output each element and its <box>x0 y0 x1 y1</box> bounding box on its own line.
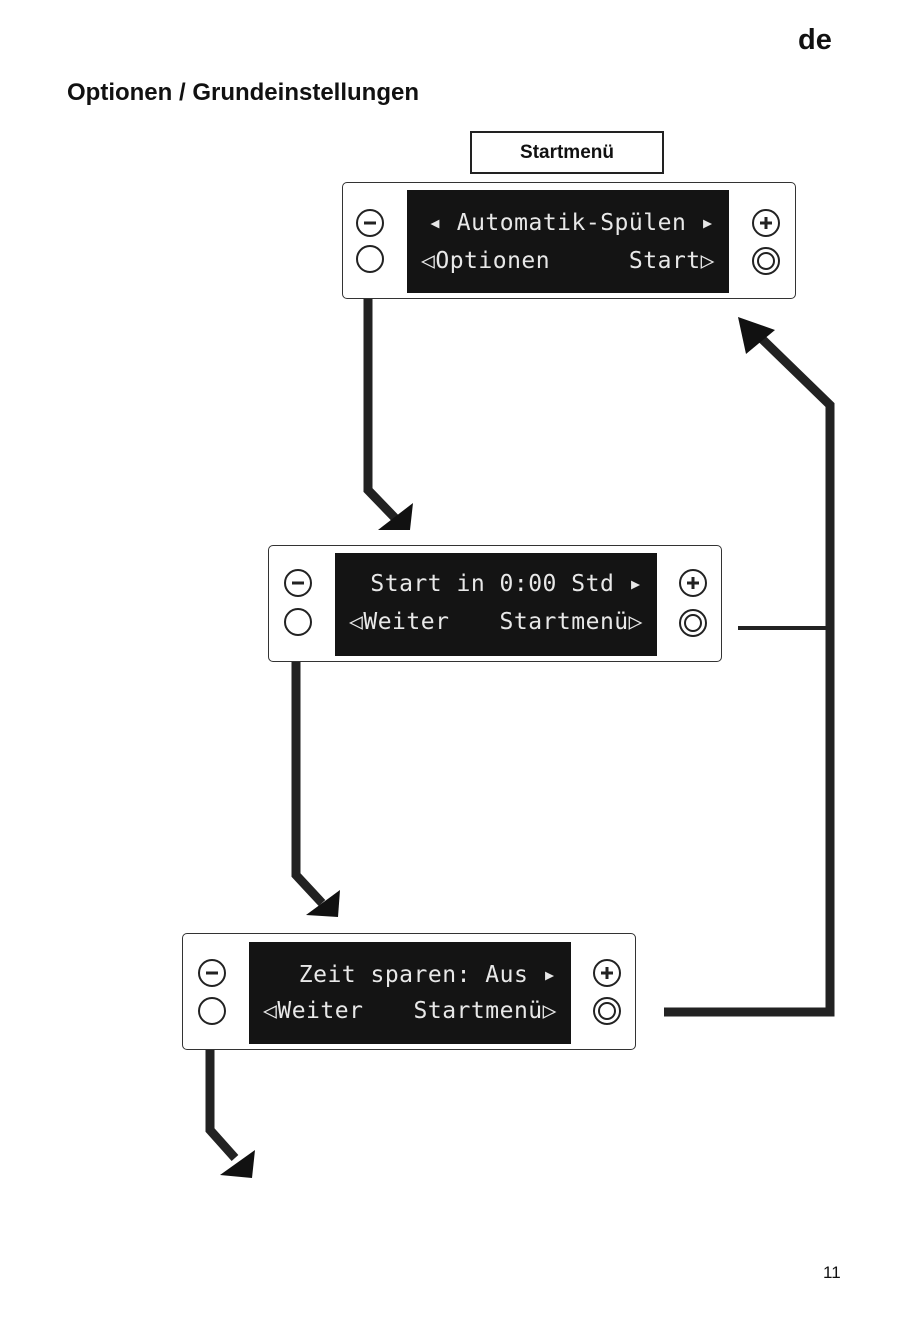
display-screen-3: Zeit sparen: Aus ▸ ◁Weiter Startmenü▷ <box>249 942 571 1044</box>
display-line-1: ◂ Automatik-Spülen ▸ <box>421 210 715 236</box>
left-button[interactable] <box>356 245 384 273</box>
minus-button-icon[interactable] <box>198 959 226 987</box>
display-panel-2: Start in 0:00 Std ▸ ◁Weiter Startmenü▷ <box>268 545 722 662</box>
display-line-1: Start in 0:00 Std ▸ <box>349 571 643 597</box>
page-number: 11 <box>823 1263 841 1283</box>
right-softkey-label: Startmenü▷ <box>349 609 643 635</box>
minus-button-icon[interactable] <box>356 209 384 237</box>
right-softkey-label: Start▷ <box>421 248 715 274</box>
display-screen-1: ◂ Automatik-Spülen ▸ ◁Optionen Start▷ <box>407 190 729 293</box>
right-softkey-label: Startmenü▷ <box>263 998 557 1024</box>
display-screen-2: Start in 0:00 Std ▸ ◁Weiter Startmenü▷ <box>335 553 657 656</box>
plus-button-icon[interactable] <box>752 209 780 237</box>
display-panel-1: ◂ Automatik-Spülen ▸ ◁Optionen Start▷ <box>342 182 796 299</box>
display-line-1: Zeit sparen: Aus ▸ <box>263 962 557 988</box>
plus-button-icon[interactable] <box>679 569 707 597</box>
left-button[interactable] <box>198 997 226 1025</box>
double-ring-button-icon[interactable] <box>593 997 621 1025</box>
double-ring-button-icon[interactable] <box>752 247 780 275</box>
left-button[interactable] <box>284 608 312 636</box>
double-ring-button-icon[interactable] <box>679 609 707 637</box>
plus-button-icon[interactable] <box>593 959 621 987</box>
display-panel-3: Zeit sparen: Aus ▸ ◁Weiter Startmenü▷ <box>182 933 636 1050</box>
minus-button-icon[interactable] <box>284 569 312 597</box>
